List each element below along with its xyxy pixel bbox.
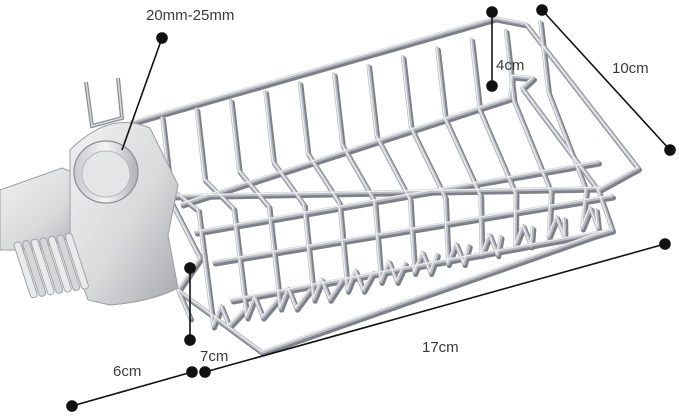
knob-thread xyxy=(22,240,47,297)
basket-wire xyxy=(504,29,551,192)
basket-wire xyxy=(337,201,374,291)
basket-wire xyxy=(590,188,612,236)
basket-wire xyxy=(443,195,469,264)
basket-wire xyxy=(167,187,604,201)
clamp-range-label: 20mm-25mm xyxy=(146,7,235,24)
width-label: 10cm xyxy=(612,60,649,77)
basket-wire xyxy=(195,161,602,237)
clamp-depth-label: 6cm xyxy=(113,363,142,380)
basket-wire xyxy=(435,46,481,196)
basket-wire xyxy=(176,234,592,352)
basket-wire xyxy=(130,16,640,206)
basket-wire xyxy=(232,206,278,317)
basket-wire xyxy=(332,72,375,201)
basket-wire xyxy=(373,199,406,282)
basket-wire xyxy=(298,81,340,203)
basket-wire xyxy=(231,229,616,305)
dimension-lines xyxy=(66,4,676,412)
basket-height-label: 4cm xyxy=(496,57,525,74)
basket-wire xyxy=(195,107,234,208)
basket-wire xyxy=(513,192,533,246)
knob-thread xyxy=(13,241,38,299)
basket-wire xyxy=(263,90,304,205)
basket-wire xyxy=(547,190,565,237)
basket-wire xyxy=(267,204,310,308)
basket-wire xyxy=(166,194,202,320)
knob-thread xyxy=(56,234,81,292)
basket-wire xyxy=(470,38,516,194)
basket-wire xyxy=(302,203,342,300)
basket-wire xyxy=(366,64,410,199)
basket-wire xyxy=(230,228,612,300)
basket-wire xyxy=(230,228,614,302)
basket-wire xyxy=(478,194,501,255)
knob-thread xyxy=(47,235,72,293)
basket-wire xyxy=(166,186,600,196)
basket-wire xyxy=(166,186,602,198)
basket-wire xyxy=(212,194,612,262)
basket-wire xyxy=(408,197,437,273)
basket-wire xyxy=(580,188,598,228)
knob-thread xyxy=(30,238,55,296)
wire-basket xyxy=(130,16,642,357)
basket-wire xyxy=(401,55,445,198)
faucet-clamp xyxy=(0,77,179,306)
basket-wire xyxy=(194,160,598,232)
basket-wire xyxy=(332,72,377,203)
basket-wire xyxy=(538,20,586,190)
knob-thread xyxy=(39,237,64,294)
basket-wire xyxy=(194,160,600,234)
basket-wire xyxy=(229,99,269,207)
clamp-height-label: 7cm xyxy=(200,348,229,365)
basket-wire xyxy=(130,16,638,204)
length-label: 17cm xyxy=(422,339,459,356)
basket-wire xyxy=(196,208,246,326)
knob-thread xyxy=(64,232,89,290)
